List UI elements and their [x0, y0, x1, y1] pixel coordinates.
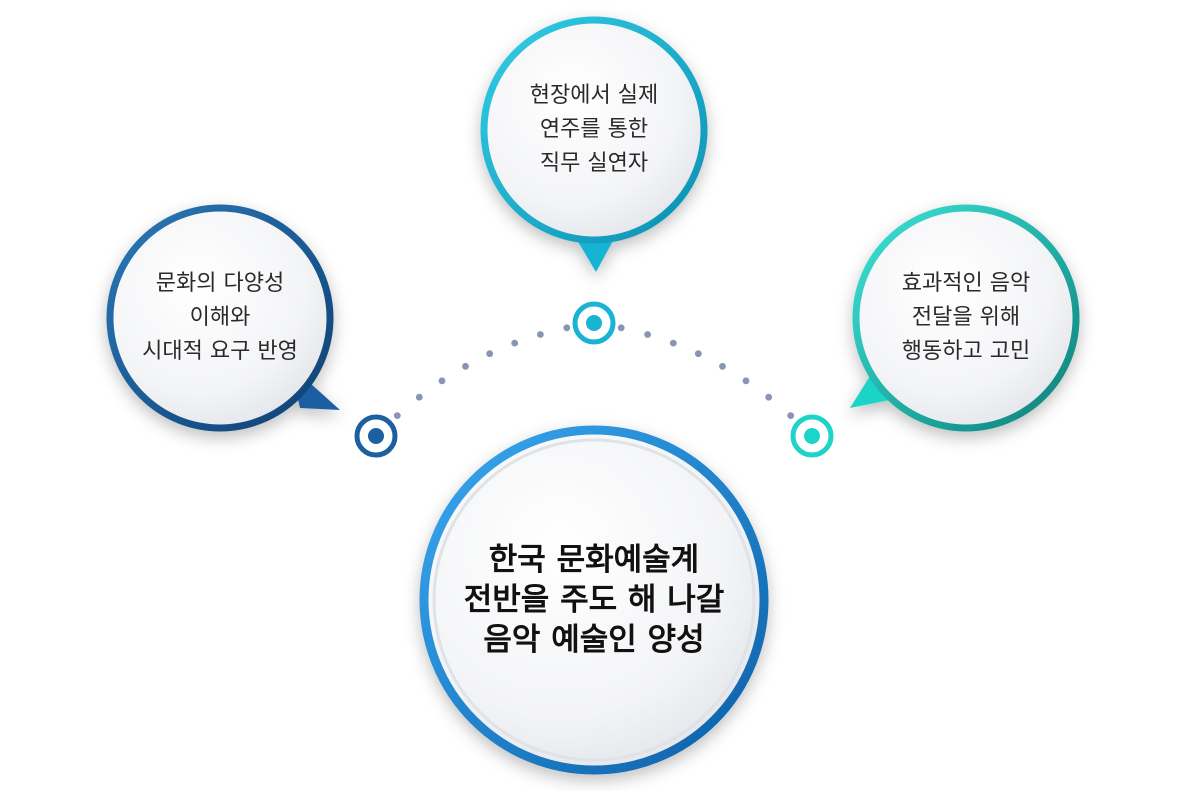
top-speech-bubble [480, 16, 708, 272]
arc-dot [669, 339, 677, 347]
arc-dot [563, 324, 571, 332]
top-node-icon [572, 301, 616, 345]
arc-dot [787, 412, 795, 419]
top-bubble-label: 현장에서 실제 연주를 통한 직무 실연자 [529, 83, 659, 176]
left-node-icon [354, 414, 398, 458]
arc-dot [438, 377, 446, 385]
arc-dot [694, 350, 702, 358]
arc-dot [511, 339, 519, 347]
arc-dot [486, 350, 494, 358]
right-bubble-label: 효과적인 음악 전달을 위해 행동하고 고민 [901, 271, 1031, 364]
arc-dot [415, 393, 423, 401]
arc-dot [719, 362, 726, 370]
right-node-icon [790, 414, 834, 458]
arc-dot [765, 393, 773, 401]
top-bubble-label-wrap: 현장에서 실제 연주를 통한 직무 실연자 [486, 22, 702, 238]
arc-dot [393, 412, 401, 419]
arc-dot [644, 331, 651, 338]
center-label: 한국 문화예술계 전반을 주도 해 나갈 음악 예술인 양성 [463, 542, 725, 658]
left-bubble-label: 문화의 다양성 이해와 시대적 요구 반영 [142, 271, 298, 364]
arc-dot [462, 362, 469, 370]
arc-dot [742, 377, 750, 385]
right-bubble-label-wrap: 효과적인 음악 전달을 위해 행동하고 고민 [858, 210, 1074, 426]
center-label-wrap: 한국 문화예술계 전반을 주도 해 나갈 음악 예술인 양성 [434, 440, 754, 760]
right-speech-bubble [850, 204, 1080, 432]
dotted-arc-connector [393, 324, 795, 419]
left-bubble-label-wrap: 문화의 다양성 이해와 시대적 요구 반영 [112, 210, 328, 426]
left-speech-bubble [106, 204, 340, 432]
arc-dot [617, 324, 625, 332]
center-circle [419, 425, 769, 775]
arc-dot [537, 331, 544, 338]
